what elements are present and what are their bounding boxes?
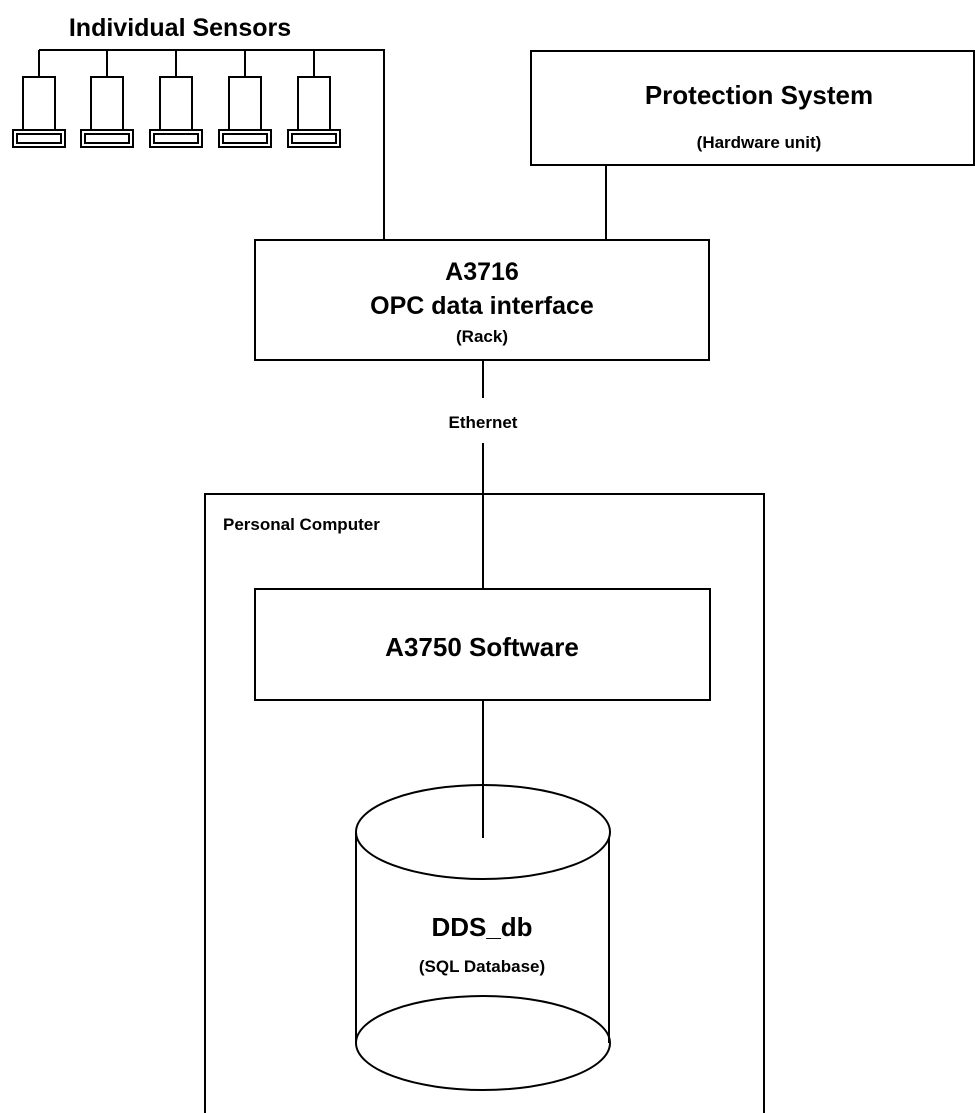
sensors-title: Individual Sensors xyxy=(69,14,291,42)
sensor-5 xyxy=(287,50,341,148)
opc-subtitle: (Rack) xyxy=(456,327,508,346)
protection-system-title: Protection System xyxy=(645,80,873,110)
opc-model: A3716 xyxy=(445,258,519,286)
software-label: A3750 Software xyxy=(385,632,579,662)
software-box: A3750 Software xyxy=(254,588,711,701)
sensor-bus xyxy=(39,49,385,240)
database-bottom xyxy=(355,995,611,1091)
sensor-group xyxy=(12,50,341,148)
opc-title: OPC data interface xyxy=(370,292,594,320)
ethernet-label: Ethernet xyxy=(449,413,518,432)
protection-system-subtitle: (Hardware unit) xyxy=(697,133,822,152)
sensor-4 xyxy=(218,50,272,148)
sensor-2 xyxy=(80,50,134,148)
personal-computer-frame xyxy=(204,493,765,1113)
database-subtitle: (SQL Database) xyxy=(419,957,545,976)
opc-interface-box: A3716 OPC data interface (Rack) xyxy=(254,239,710,361)
sensor-3 xyxy=(149,50,203,148)
database-name: DDS_db xyxy=(431,912,532,942)
database-cylinder: DDS_db (SQL Database) xyxy=(355,784,611,1091)
protection-system-box: Protection System (Hardware unit) xyxy=(530,50,975,166)
protection-system-frame xyxy=(530,50,975,166)
personal-computer-box: Personal Computer xyxy=(204,493,765,1113)
personal-computer-label: Personal Computer xyxy=(223,515,380,534)
sensor-1 xyxy=(12,50,66,148)
